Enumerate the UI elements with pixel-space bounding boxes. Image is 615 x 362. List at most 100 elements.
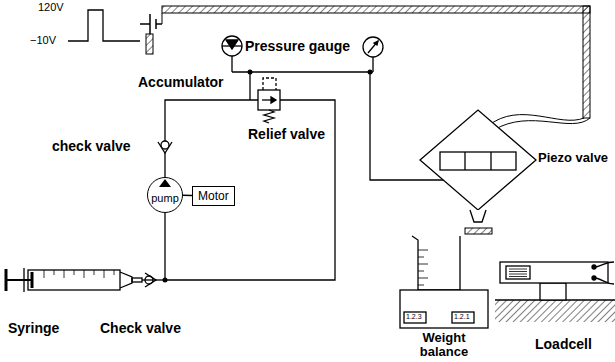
strain-gauge-lines <box>509 274 527 275</box>
accumulator-symbol <box>222 36 242 56</box>
hydraulic-line <box>164 153 165 177</box>
part-label: −10V <box>30 34 56 47</box>
signal-cable <box>146 34 153 54</box>
signal-cable <box>162 13 163 24</box>
hydraulic-line <box>164 213 165 280</box>
piezo-valve-symbol <box>420 110 536 222</box>
battery-symbol <box>140 14 162 34</box>
pump-arrow <box>159 179 171 187</box>
loadcell-symbol <box>592 265 596 269</box>
part-label: Syringe <box>8 320 59 336</box>
weight-balance-symbol <box>400 290 488 328</box>
beaker-graduation <box>418 250 428 285</box>
loadcell-symbol <box>596 262 614 267</box>
pressure-gauge-symbol <box>368 41 378 53</box>
check-valve-symbol <box>145 273 156 287</box>
junction-dot <box>163 278 168 283</box>
syringe-symbol <box>6 268 142 292</box>
loadcell-symbol <box>596 278 614 284</box>
weight-balance-symbol <box>412 236 460 290</box>
loadcell-symbol <box>506 266 530 279</box>
strain-gauge-lines <box>509 276 527 277</box>
motor-box: Motor <box>192 186 235 206</box>
part-label: Check valve <box>100 320 181 336</box>
strain-gauge-lines <box>509 269 527 277</box>
hydraulic-line <box>249 72 250 100</box>
beaker-graduation <box>418 285 424 286</box>
piezo-valve-symbol <box>420 110 536 210</box>
beaker-graduation <box>418 257 424 258</box>
relief-valve-symbol <box>271 97 276 103</box>
weight-balance-symbol <box>400 236 488 328</box>
dispense-target <box>465 228 492 234</box>
syringe-symbol <box>31 272 34 288</box>
shaft-link <box>183 195 192 197</box>
junction-dot <box>163 70 373 283</box>
node-text: pump <box>151 192 179 204</box>
loadcell-symbol <box>495 300 615 322</box>
accumulator-symbol <box>231 56 232 72</box>
battery-symbol <box>140 23 150 25</box>
syringe-graduation <box>114 270 115 275</box>
part-label: Relief valve <box>248 126 325 142</box>
check-valve-symbol <box>145 141 172 287</box>
part-label: Accumulator <box>138 74 224 90</box>
check-valve-symbol <box>161 141 169 149</box>
loadcell-symbol <box>500 262 608 283</box>
dispense-target <box>465 228 492 234</box>
piezo-valve-symbol <box>440 152 516 170</box>
strain-gauge-lines <box>509 271 527 272</box>
piezo-wires <box>488 115 584 126</box>
relief-valve-symbol <box>263 78 276 90</box>
beaker-graduation <box>418 278 428 279</box>
hydraulic-line <box>232 71 373 72</box>
pressure-gauge-symbol <box>374 41 378 45</box>
relief-valve-symbol <box>258 78 280 123</box>
display-reading: 1.2.3 <box>406 313 422 321</box>
syringe-graduation <box>74 270 75 275</box>
loadcell-symbol <box>592 276 596 280</box>
signal-cable <box>146 6 590 118</box>
junction-dot <box>368 70 373 75</box>
syringe-symbol <box>28 270 120 290</box>
piezo-wires <box>488 115 590 130</box>
syringe-graduation <box>84 270 85 278</box>
part-label: Pressure gauge <box>245 38 350 54</box>
syringe-graduation <box>44 270 45 278</box>
part-label: check valve <box>52 138 131 154</box>
square-wave-signal <box>68 10 140 41</box>
syringe-graduation <box>94 270 95 275</box>
accumulator-symbol <box>226 40 238 49</box>
loadcell-symbol <box>495 262 615 322</box>
check-valve-symbol <box>145 276 153 284</box>
pressure-gauge-symbol <box>363 37 383 57</box>
weight-balance-symbol <box>452 312 474 323</box>
weight-balance-symbol <box>404 312 426 323</box>
syringe-symbol <box>23 268 24 292</box>
relief-valve-symbol <box>258 90 280 110</box>
piezo-valve-symbol <box>464 152 465 170</box>
display-reading: 1.2.1 <box>454 313 470 321</box>
part-label: Loadcell <box>535 336 592 352</box>
accumulator-symbol <box>222 36 242 72</box>
syringe-symbol <box>132 278 142 282</box>
hydraulic-line <box>165 100 258 141</box>
junction-dot <box>248 70 253 75</box>
relief-valve-symbol <box>264 110 274 123</box>
beaker-graduation <box>418 271 424 272</box>
signal-cable <box>162 6 590 13</box>
part-label: Weight balance <box>404 331 484 359</box>
piezo-valve-symbol <box>470 210 486 222</box>
piezo-valve-symbol <box>490 152 491 170</box>
hydraulic-line <box>165 100 335 280</box>
check-valve-symbol <box>158 142 172 153</box>
signal-cable <box>583 6 590 118</box>
pressure-gauge-symbol <box>372 57 373 72</box>
part-label: Piezo valve <box>538 151 608 166</box>
pump-circle: pump <box>147 177 183 213</box>
battery-symbol <box>156 23 162 25</box>
hydraulic-line <box>142 72 446 280</box>
syringe-graduation <box>44 270 114 278</box>
